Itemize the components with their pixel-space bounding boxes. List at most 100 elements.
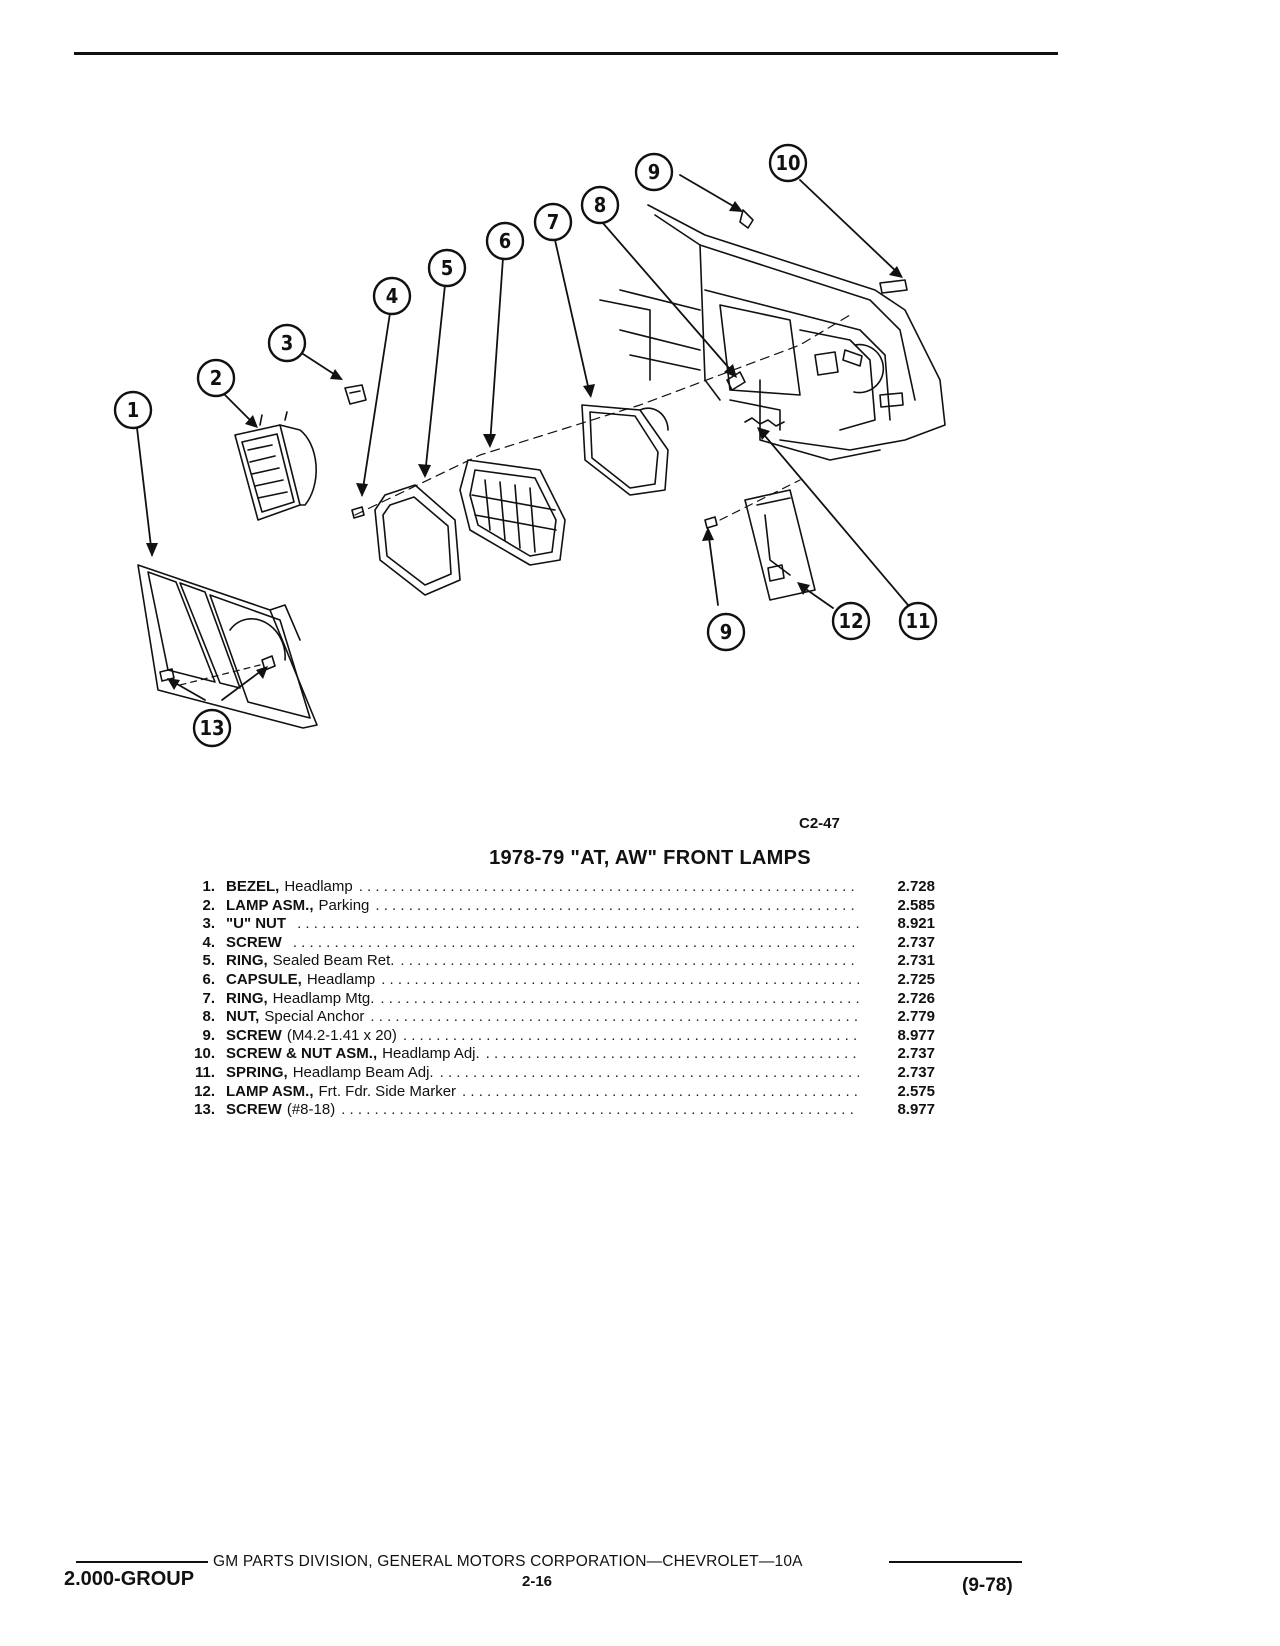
group-code: 2.725 [897,970,935,988]
dot-leader [293,934,859,953]
callout-7-label: 7 [547,210,560,234]
part-number: 9. [202,1026,215,1044]
group-code: 2.728 [897,878,935,895]
dot-leader [462,1083,859,1102]
callout-1 [113,390,153,430]
revision-date: (9-78) [962,1575,1013,1596]
dot-leader [400,952,859,971]
dot-leader [380,990,859,1009]
part-description: Sealed Beam Ret. [272,952,395,970]
dot-leader [440,1064,859,1083]
part-number: 2. [202,896,215,914]
part-name: SCREW [226,1101,282,1119]
group-code: 2.726 [897,989,935,1007]
callout-9-bottom-label: 9 [720,620,733,644]
callout-9-top-label: 9 [648,160,661,184]
footer-group: 2.000-GROUP [64,1568,195,1590]
callout-4 [372,276,412,316]
callout-7 [533,202,573,242]
part-name: SCREW [226,933,282,951]
callout-11-label: 11 [905,609,930,633]
screws [159,209,754,682]
callout-5 [427,248,467,288]
callout-9-top [634,152,674,192]
callout-6-label: 6 [499,229,512,253]
part-name: SCREW & NUT ASM., [226,1045,378,1063]
part-name: LAMP ASM., [226,896,314,914]
exploded-diagram: 1 2 3 4 5 6 7 8 9 10 11 12 9 13 [113,143,946,748]
callout-13 [192,708,232,748]
top-rule [74,52,1058,55]
group-code: 2.731 [897,952,935,970]
dot-leader [403,1027,859,1046]
parts-list-item: 1. BEZEL,Headlamp 2.728 [170,878,935,897]
part-description: (M4.2-1.41 x 20) [286,1026,397,1044]
part-number: 1. [202,878,215,895]
side-marker-lamp [744,489,816,601]
parts-list-item: 5.RING,Sealed Beam Ret.2.731 [170,952,935,971]
footer-rule-right [889,1561,1022,1563]
parts-list-item: 12.LAMP ASM.,Frt. Fdr. Side Marker2.575 [170,1083,935,1102]
part-description: Parking [318,896,370,914]
part-description: Headlamp [284,878,353,895]
callout-circles [113,143,938,748]
callout-8-label: 8 [594,193,607,217]
callout-4-label: 4 [386,284,399,308]
part-description: Headlamp Adj. [382,1045,480,1063]
part-description: Headlamp Beam Adj. [292,1063,434,1081]
callout-8 [580,185,620,225]
part-name: LAMP ASM., [226,1082,314,1100]
part-number: 4. [202,933,215,951]
parts-list-item: 13. SCREW(#8-18) 8.977 [170,1101,935,1120]
fender-structure [599,204,946,461]
callout-13-label: 13 [199,716,224,740]
callout-3 [267,323,307,363]
part-description: (#8-18) [286,1101,336,1119]
callout-12-label: 12 [838,609,863,633]
part-name: RING, [226,952,268,970]
callout-2 [196,358,236,398]
part-name: SCREW [226,1026,282,1044]
parts-list-item: 11.SPRING,Headlamp Beam Adj.2.737 [170,1064,935,1083]
callout-10-label: 10 [775,151,800,175]
footer-corporation: GM PARTS DIVISION, GENERAL MOTORS CORPOR… [213,1553,803,1570]
sealed-beam-ring [374,484,461,596]
part-number: 11. [194,1063,215,1081]
dot-leader [341,1101,859,1120]
part-number: 7. [202,989,215,1007]
group-code: 2.779 [897,1008,935,1026]
part-number: 12. [194,1082,215,1100]
parts-list-item: 2.LAMP ASM.,Parking2.585 [170,897,935,916]
u-nut [344,384,367,405]
callout-10 [768,143,808,183]
parts-list-item: 7.RING,Headlamp Mtg.2.726 [170,990,935,1009]
page-number: 2-16 [522,1573,553,1590]
part-description: Headlamp Mtg. [272,989,375,1007]
dot-leader [359,878,859,897]
group-code: 8.977 [897,1101,935,1119]
part-description: Headlamp [306,970,376,988]
part-number: 6. [202,970,215,988]
callout-12 [831,601,871,641]
dot-leader [381,971,859,990]
group-code: 8.921 [897,915,935,933]
parts-list-item: 8.NUT,Special Anchor2.779 [170,1008,935,1027]
callout-11 [898,601,938,641]
callout-3-label: 3 [281,331,294,355]
callout-6 [485,221,525,261]
part-number: 3. [202,915,215,933]
part-description: Frt. Fdr. Side Marker [318,1082,457,1100]
part-name: CAPSULE, [226,970,302,988]
callout-1-label: 1 [127,398,140,422]
part-name: BEZEL, [226,878,280,895]
parts-list-item: 6. CAPSULE,Headlamp 2.725 [170,971,935,990]
part-number: 13. [194,1101,215,1119]
footer-rule-left [76,1561,208,1563]
group-code: 8.977 [897,1026,935,1044]
parts-list-item: 4.SCREW2.737 [170,934,935,953]
callout-leaders [136,174,909,701]
dot-leader [375,897,859,916]
part-description: Special Anchor [264,1008,365,1026]
parts-list-item: 9. SCREW(M4.2-1.41 x 20) 8.977 [170,1027,935,1046]
